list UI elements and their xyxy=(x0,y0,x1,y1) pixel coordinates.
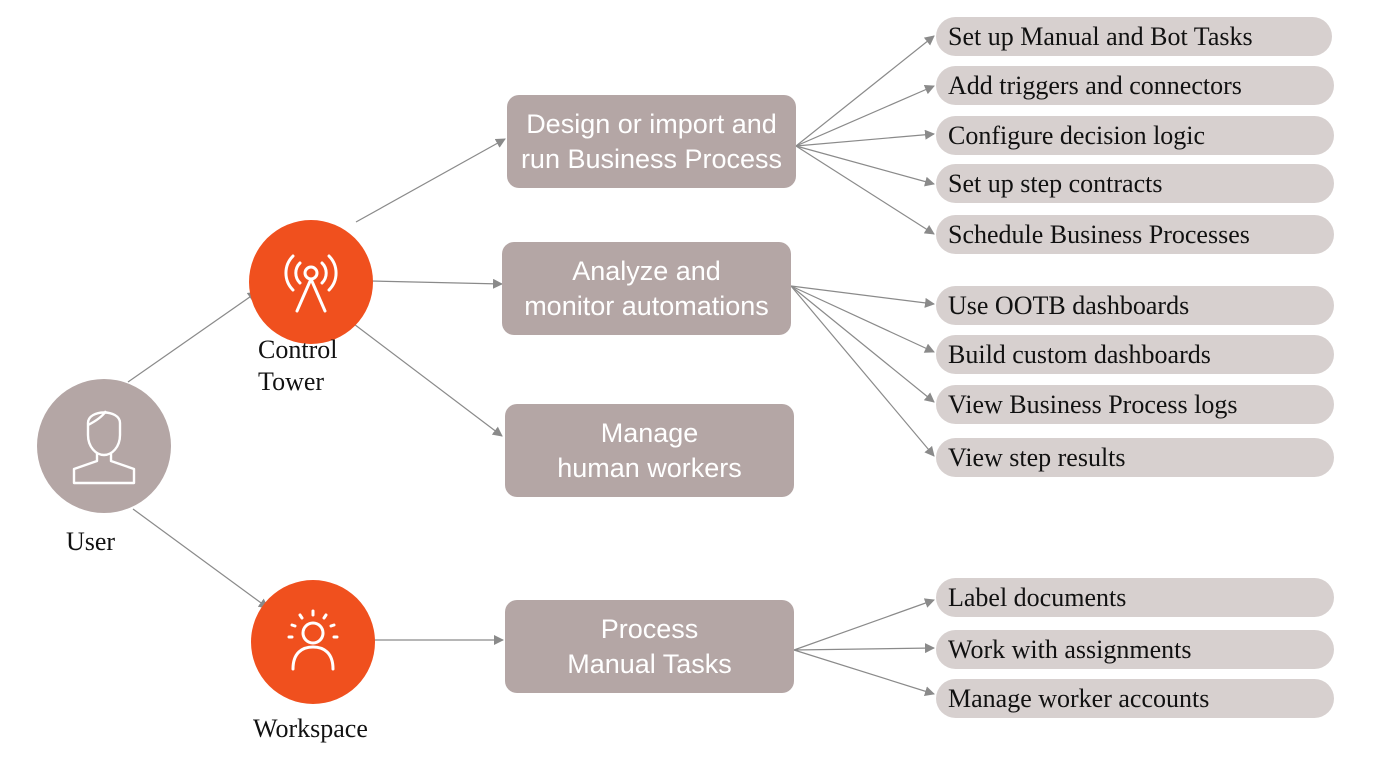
task-pill[interactable]: Configure decision logic xyxy=(936,116,1334,155)
control-tower-label-line1: Control xyxy=(258,335,338,364)
control-tower-label-line2: Tower xyxy=(258,367,325,396)
user-label: User xyxy=(66,527,116,556)
arrow-design-to-task-3 xyxy=(795,129,935,147)
design-box-line2: run Business Process xyxy=(520,143,783,174)
manage-box-line2: human workers xyxy=(557,452,742,483)
arrow-ct-to-analyze xyxy=(370,278,503,289)
arrow-process-to-task-1 xyxy=(793,598,935,651)
arrow-ct-to-design xyxy=(355,138,506,223)
arrow-design-to-task-2 xyxy=(795,85,935,147)
manage-workers-box[interactable]: Manage human workers xyxy=(505,404,794,497)
control-tower-node[interactable] xyxy=(249,220,373,344)
arrow-analyze-to-task-4 xyxy=(790,285,935,457)
arrow-ct-to-manage xyxy=(341,314,503,437)
arrow-user-to-control-tower xyxy=(127,291,258,383)
process-box-line2: Manual Tasks xyxy=(567,648,732,679)
arrow-design-to-task-5 xyxy=(795,145,935,235)
process-tasks-box[interactable]: Process Manual Tasks xyxy=(505,600,794,693)
analyze-box-line2: monitor automations xyxy=(524,290,769,321)
workspace-node[interactable] xyxy=(251,580,375,704)
person-icon xyxy=(64,399,144,494)
arrow-analyze-to-task-2 xyxy=(790,285,935,353)
arrow-design-to-task-1 xyxy=(795,35,935,147)
process-box-line1: Process xyxy=(600,613,699,644)
arrow-process-to-task-2 xyxy=(793,643,935,654)
task-pill[interactable]: Label documents xyxy=(936,578,1334,617)
task-pill[interactable]: Set up step contracts xyxy=(936,164,1334,203)
analyze-box-line1: Analyze and xyxy=(572,255,721,286)
task-pill[interactable]: View Business Process logs xyxy=(936,385,1334,424)
design-process-box[interactable]: Design or import and run Business Proces… xyxy=(507,95,796,188)
task-pill[interactable]: Build custom dashboards xyxy=(936,335,1334,374)
arrow-process-to-task-3 xyxy=(793,649,935,697)
arrow-user-to-workspace xyxy=(132,508,269,609)
arrow-analyze-to-task-1 xyxy=(790,285,935,308)
analyze-box[interactable]: Analyze and monitor automations xyxy=(502,242,791,335)
task-pill[interactable]: Manage worker accounts xyxy=(936,679,1334,718)
antenna-icon xyxy=(274,243,348,322)
arrow-design-to-task-4 xyxy=(795,145,935,187)
control-tower-label: Control Tower xyxy=(258,334,337,398)
manage-box-line1: Manage xyxy=(600,417,699,448)
arrow-analyze-to-task-3 xyxy=(790,285,935,403)
task-pill[interactable]: Schedule Business Processes xyxy=(936,215,1334,254)
worker-icon xyxy=(276,603,350,682)
task-pill[interactable]: Add triggers and connectors xyxy=(936,66,1334,105)
task-pill[interactable]: View step results xyxy=(936,438,1334,477)
user-node xyxy=(37,379,171,513)
workspace-label: Workspace xyxy=(253,714,368,743)
task-pill[interactable]: Set up Manual and Bot Tasks xyxy=(936,17,1332,56)
task-pill[interactable]: Work with assignments xyxy=(936,630,1334,669)
design-box-line1: Design or import and xyxy=(526,108,777,139)
task-pill[interactable]: Use OOTB dashboards xyxy=(936,286,1334,325)
